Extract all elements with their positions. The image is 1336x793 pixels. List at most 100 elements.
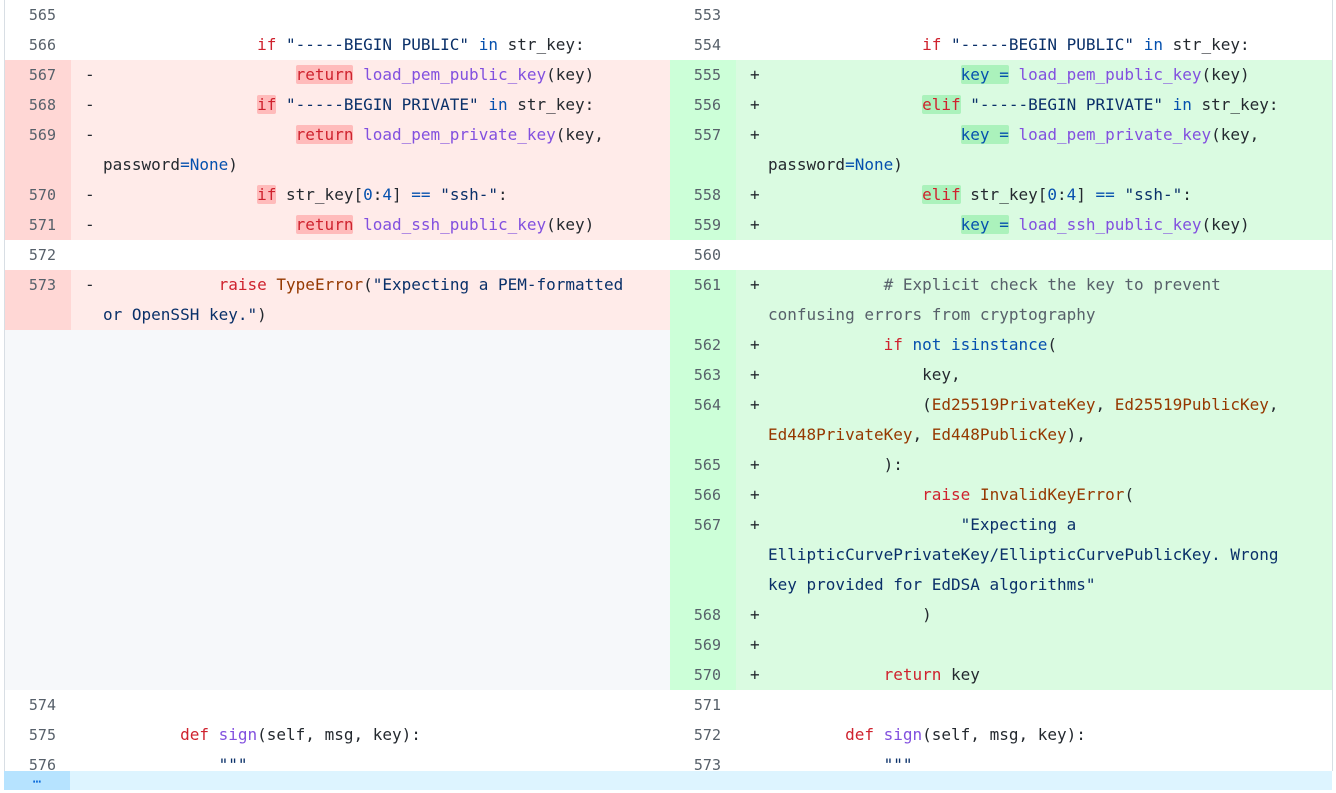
code-token: 4 <box>1066 185 1077 204</box>
diff-row: 565 + ): <box>670 450 1332 480</box>
expand-lines-row[interactable]: ⋯ <box>4 771 1332 790</box>
code-token: ( <box>1124 485 1135 504</box>
line-number[interactable]: 566 <box>670 480 736 510</box>
code-text: def sign(self, msg, key): <box>103 720 650 750</box>
line-number[interactable]: 573 <box>5 270 71 330</box>
code-cell: - if str_key[0:4] == "ssh-": <box>71 180 670 210</box>
addition-marker: + <box>750 455 760 474</box>
code-text: ): <box>768 450 1312 480</box>
line-number[interactable]: 568 <box>5 90 71 120</box>
code-token: raise <box>218 275 267 294</box>
code-token: Ed25519PublicKey <box>1114 395 1269 414</box>
line-number[interactable]: 574 <box>5 690 71 720</box>
code-token: "-----BEGIN PUBLIC" <box>951 35 1135 54</box>
diff-row: 575 def sign(self, msg, key): <box>5 720 670 750</box>
diff-row: 570+ return key <box>670 660 1332 690</box>
line-number[interactable] <box>5 330 71 690</box>
deletion-marker: - <box>85 275 95 294</box>
line-number[interactable]: 571 <box>670 690 736 720</box>
code-token <box>1115 185 1125 204</box>
code-cell: - return load_pem_public_key(key) <box>71 60 670 90</box>
code-token: None <box>189 155 229 174</box>
diff-row: 570- if str_key[0:4] == "ssh-": <box>5 180 670 210</box>
code-cell <box>736 240 1332 270</box>
code-text: """ <box>768 750 1312 780</box>
code-token: load_pem_public_key <box>363 65 547 84</box>
code-cell: if "-----BEGIN PUBLIC" in str_key: <box>736 30 1332 60</box>
code-token: , <box>1095 395 1115 414</box>
code-cell: + ) <box>736 600 1332 630</box>
code-token: "ssh-" <box>1124 185 1183 204</box>
line-number[interactable]: 555 <box>670 60 736 90</box>
line-number[interactable]: 566 <box>5 30 71 60</box>
line-number[interactable]: 561 <box>670 270 736 330</box>
code-token: sign <box>218 725 258 744</box>
code-token: not <box>912 335 942 354</box>
addition-marker: + <box>750 275 760 294</box>
code-token: "Expecting a EllipticCurvePrivateKey/Ell… <box>768 515 1279 594</box>
line-number[interactable]: 565 <box>5 0 71 30</box>
code-token <box>941 35 951 54</box>
line-number[interactable]: 564 <box>670 390 736 450</box>
code-token <box>768 215 961 234</box>
line-number[interactable]: 572 <box>670 720 736 750</box>
code-text: if not isinstance( <box>768 330 1312 360</box>
diff-row: 567- return load_pem_public_key(key) <box>5 60 670 90</box>
code-token: raise <box>922 485 971 504</box>
code-token: (self, msg, key): <box>922 725 1086 744</box>
line-number[interactable]: 559 <box>670 210 736 240</box>
line-number[interactable]: 575 <box>5 720 71 750</box>
line-number[interactable]: 569 <box>5 120 71 180</box>
code-token <box>103 215 296 234</box>
code-cell: + key = load_pem_public_key(key) <box>736 60 1332 90</box>
code-token: load_ssh_public_key <box>1018 215 1202 234</box>
line-number[interactable]: 568 <box>670 600 736 630</box>
code-token: str_key: <box>497 35 585 54</box>
line-number[interactable]: 558 <box>670 180 736 210</box>
code-token <box>267 275 277 294</box>
addition-marker: + <box>750 635 760 654</box>
code-token <box>276 95 286 114</box>
expand-icon[interactable]: ⋯ <box>4 771 70 790</box>
code-text: ) <box>768 600 1312 630</box>
diff-row: 565 <box>5 0 670 30</box>
line-number[interactable]: 572 <box>5 240 71 270</box>
line-number[interactable]: 570 <box>5 180 71 210</box>
diff-row: 566+ raise InvalidKeyError( <box>670 480 1332 510</box>
line-number[interactable]: 553 <box>670 0 736 30</box>
code-text: (Ed25519PrivateKey, Ed25519PublicKey, Ed… <box>768 390 1312 450</box>
diff-row: 573- raise TypeError("Expecting a PEM-fo… <box>5 270 670 330</box>
code-token: if <box>257 35 277 54</box>
line-number[interactable]: 567 <box>670 510 736 600</box>
line-number[interactable]: 565 <box>670 450 736 480</box>
line-number[interactable]: 560 <box>670 240 736 270</box>
code-cell: + key = load_pem_private_key(key, passwo… <box>736 120 1332 180</box>
diff-row: 558+ elif str_key[0:4] == "ssh-": <box>670 180 1332 210</box>
line-number[interactable]: 567 <box>5 60 71 90</box>
code-text: return load_pem_private_key(key, passwor… <box>103 120 650 180</box>
line-number[interactable]: 554 <box>670 30 736 60</box>
code-token <box>768 725 845 744</box>
code-cell: - raise TypeError("Expecting a PEM-forma… <box>71 270 670 330</box>
line-number[interactable]: 569 <box>670 630 736 660</box>
code-token: def <box>845 725 874 744</box>
code-token <box>970 485 980 504</box>
code-token <box>479 95 489 114</box>
line-number[interactable]: 556 <box>670 90 736 120</box>
line-number[interactable]: 562 <box>670 330 736 360</box>
deletion-marker: - <box>85 125 95 144</box>
code-token <box>103 275 219 294</box>
code-token: load_ssh_public_key <box>363 215 547 234</box>
diff-row: 563+ key, <box>670 360 1332 390</box>
line-number[interactable]: 563 <box>670 360 736 390</box>
diff-row: 557+ key = load_pem_private_key(key, pas… <box>670 120 1332 180</box>
code-token <box>103 725 180 744</box>
addition-marker: + <box>750 335 760 354</box>
code-text: elif "-----BEGIN PRIVATE" in str_key: <box>768 90 1312 120</box>
code-token: : <box>1182 185 1192 204</box>
line-number[interactable]: 571 <box>5 210 71 240</box>
line-number[interactable]: 570 <box>670 660 736 690</box>
code-token: key, <box>768 365 961 384</box>
line-number[interactable]: 557 <box>670 120 736 180</box>
